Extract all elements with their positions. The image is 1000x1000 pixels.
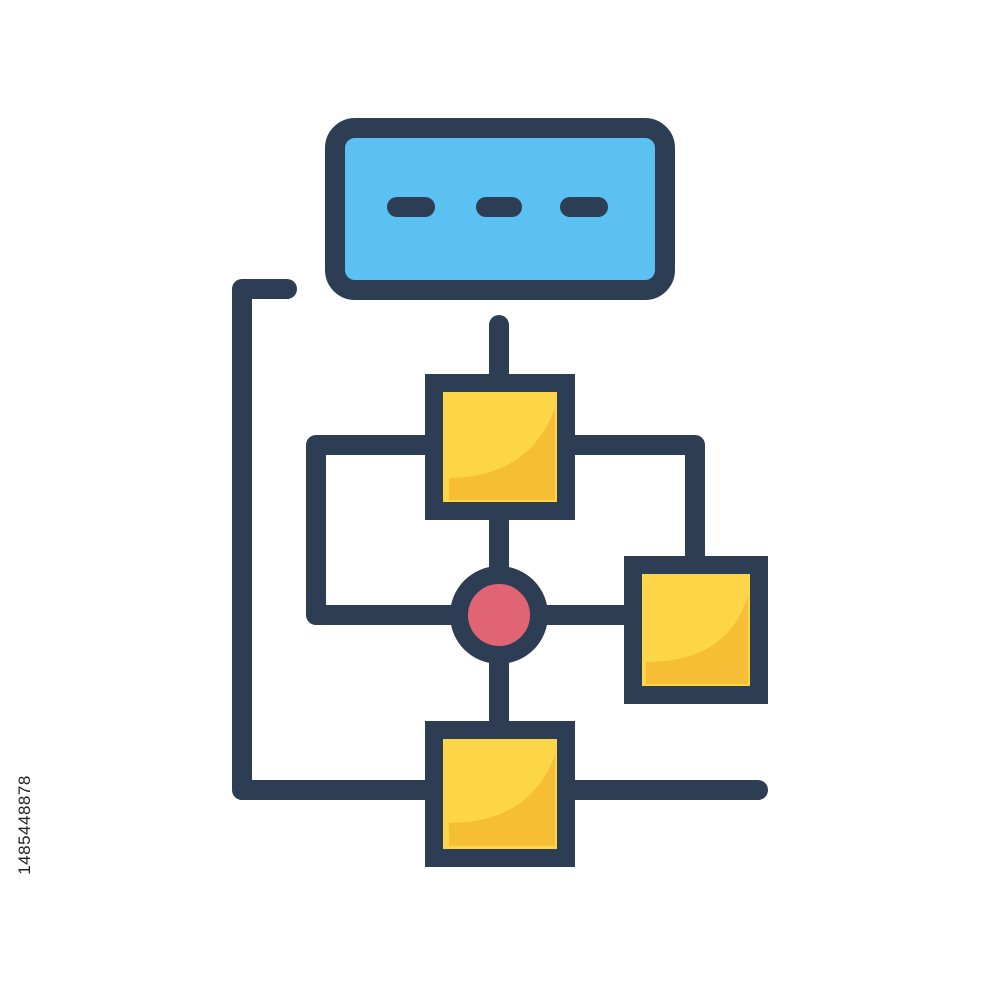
process-box <box>325 118 675 300</box>
junction-circle <box>450 566 548 664</box>
decision-square-right <box>624 556 768 704</box>
decision-square-top <box>425 374 575 520</box>
watermark-id: 1485448878 <box>10 750 40 900</box>
connectors <box>232 279 768 800</box>
connector-left-branch <box>306 435 465 625</box>
feedback-loop-line <box>232 279 442 800</box>
decision-square-bottom <box>425 721 575 867</box>
connector-right-branch <box>560 435 705 570</box>
watermark-id-text: 1485448878 <box>15 775 35 875</box>
